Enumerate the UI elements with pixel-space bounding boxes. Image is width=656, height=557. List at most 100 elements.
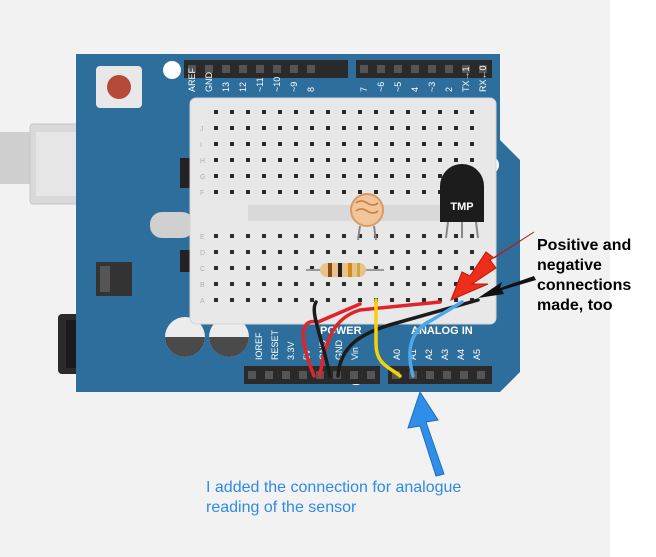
header-pin: [350, 371, 358, 379]
breadboard-hole: [262, 266, 266, 270]
breadboard-row-letter: A: [200, 298, 205, 305]
breadboard-hole: [262, 110, 266, 114]
breadboard-hole: [310, 174, 314, 178]
breadboard-hole: [422, 298, 426, 302]
header-chip: [180, 158, 190, 188]
breadboard-hole: [294, 158, 298, 162]
breadboard-hole: [342, 282, 346, 286]
breadboard-hole: [278, 190, 282, 194]
breadboard-hole: [262, 142, 266, 146]
breadboard-hole: [214, 298, 218, 302]
digital-pin-label: ~5: [393, 82, 403, 92]
breadboard-hole: [342, 250, 346, 254]
breadboard-hole: [278, 142, 282, 146]
breadboard-hole: [438, 158, 442, 162]
breadboard-hole: [390, 174, 394, 178]
temperature-sensor: TMP: [440, 164, 484, 239]
breadboard-hole: [406, 250, 410, 254]
analog-pin-label: A2: [424, 349, 434, 360]
breadboard-hole: [406, 298, 410, 302]
breadboard-hole: [326, 234, 330, 238]
breadboard-hole: [422, 190, 426, 194]
breadboard-hole: [438, 282, 442, 286]
breadboard-hole: [214, 190, 218, 194]
breadboard-hole: [358, 142, 362, 146]
breadboard-hole: [358, 282, 362, 286]
breadboard-hole: [454, 282, 458, 286]
header-pin: [462, 65, 470, 73]
breadboard-hole: [214, 126, 218, 130]
wire-black: [336, 298, 480, 378]
wire-red: [318, 300, 442, 378]
header-pin: [299, 371, 307, 379]
breadboard-hole: [342, 158, 346, 162]
red-arrow: [450, 231, 535, 301]
breadboard-hole: [326, 282, 330, 286]
breadboard-hole: [390, 158, 394, 162]
breadboard-hole: [406, 174, 410, 178]
digital-pin-label: 8: [306, 87, 316, 92]
digital-header-right: [356, 60, 492, 78]
breadboard-hole: [406, 158, 410, 162]
breadboard-hole: [422, 266, 426, 270]
power-pin-label: RESET: [270, 329, 280, 360]
breadboard-hole: [406, 142, 410, 146]
digital-pin-label: GND: [204, 72, 214, 93]
breadboard-hole: [406, 190, 410, 194]
breadboard-hole: [390, 190, 394, 194]
breadboard-hole: [470, 110, 474, 114]
breadboard-hole: [230, 174, 234, 178]
analog-pin-label: A1: [408, 349, 418, 360]
breadboard-hole: [214, 158, 218, 162]
breadboard-hole: [278, 266, 282, 270]
header-pin: [188, 65, 196, 73]
breadboard-hole: [454, 110, 458, 114]
digital-pin-label: ~11: [255, 77, 265, 92]
breadboard-hole: [342, 110, 346, 114]
breadboard-hole: [230, 266, 234, 270]
breadboard-hole: [374, 282, 378, 286]
black-arrow: [478, 276, 536, 298]
breadboard-hole: [470, 234, 474, 238]
resistor: [306, 263, 384, 277]
breadboard-hole: [438, 234, 442, 238]
breadboard-hole: [374, 190, 378, 194]
breadboard-hole: [310, 190, 314, 194]
breadboard-hole: [422, 234, 426, 238]
header-pin: [426, 371, 434, 379]
header-pin: [273, 65, 281, 73]
breadboard-hole: [246, 298, 250, 302]
digital-header-left: [184, 60, 348, 78]
breadboard-hole: [294, 266, 298, 270]
breadboard-row-letter: C: [200, 266, 205, 273]
header-pin: [479, 65, 487, 73]
breadboard-row-letter: F: [200, 190, 204, 197]
breadboard-hole: [438, 250, 442, 254]
analog-pin-label: A5: [472, 349, 482, 360]
breadboard-hole: [438, 266, 442, 270]
breadboard-row-letter: G: [200, 174, 205, 181]
breadboard-hole: [214, 142, 218, 146]
header-pin: [256, 65, 264, 73]
breadboard-hole: [214, 266, 218, 270]
breadboard-hole: [262, 250, 266, 254]
breadboard-hole: [422, 250, 426, 254]
breadboard-hole: [390, 282, 394, 286]
wire-blue: [408, 300, 464, 378]
breadboard-hole: [294, 282, 298, 286]
breadboard-hole: [326, 110, 330, 114]
header-pin: [205, 65, 213, 73]
header-pin: [460, 371, 468, 379]
mounting-hole: [163, 61, 181, 79]
breadboard-hole: [358, 126, 362, 130]
breadboard-hole: [246, 250, 250, 254]
breadboard-hole: [214, 234, 218, 238]
breadboard-hole: [230, 126, 234, 130]
breadboard-hole: [310, 266, 314, 270]
breadboard-hole: [246, 110, 250, 114]
breadboard-hole: [470, 126, 474, 130]
breadboard-row-letter: I: [200, 142, 202, 149]
digital-pin-label: TX→1: [461, 66, 471, 92]
reset-button[interactable]: [96, 66, 142, 108]
